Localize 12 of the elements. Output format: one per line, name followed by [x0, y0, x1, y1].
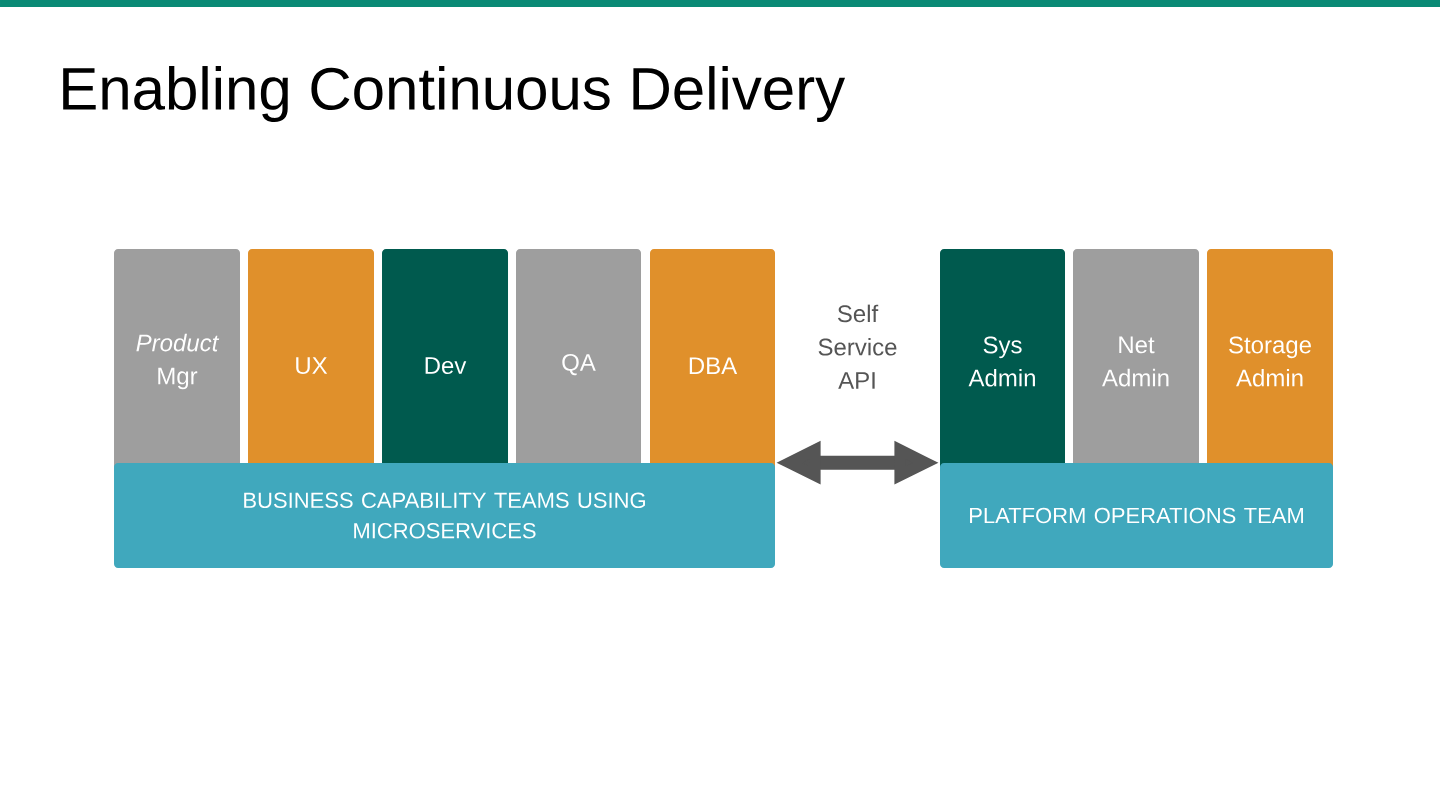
role-column: Product Mgr	[114, 249, 240, 474]
role-column: Net Admin	[1073, 249, 1199, 474]
edge-label: Self Service API	[818, 304, 897, 389]
role-column: Sys Admin	[940, 249, 1065, 474]
slide-title: Enabling Continuous Delivery	[63, 66, 846, 122]
role-column: DBA	[650, 249, 775, 474]
team-band: BUSINESS CAPABILITY TEAMS USING MICROSERVICES	[114, 463, 775, 568]
role-column: Storage Admin	[1207, 249, 1333, 474]
role-column: Dev	[382, 249, 508, 474]
role-column: UX	[248, 249, 374, 474]
role-column: QA	[516, 249, 641, 474]
team-band: PLATFORM OPERATIONS TEAM	[940, 463, 1333, 568]
